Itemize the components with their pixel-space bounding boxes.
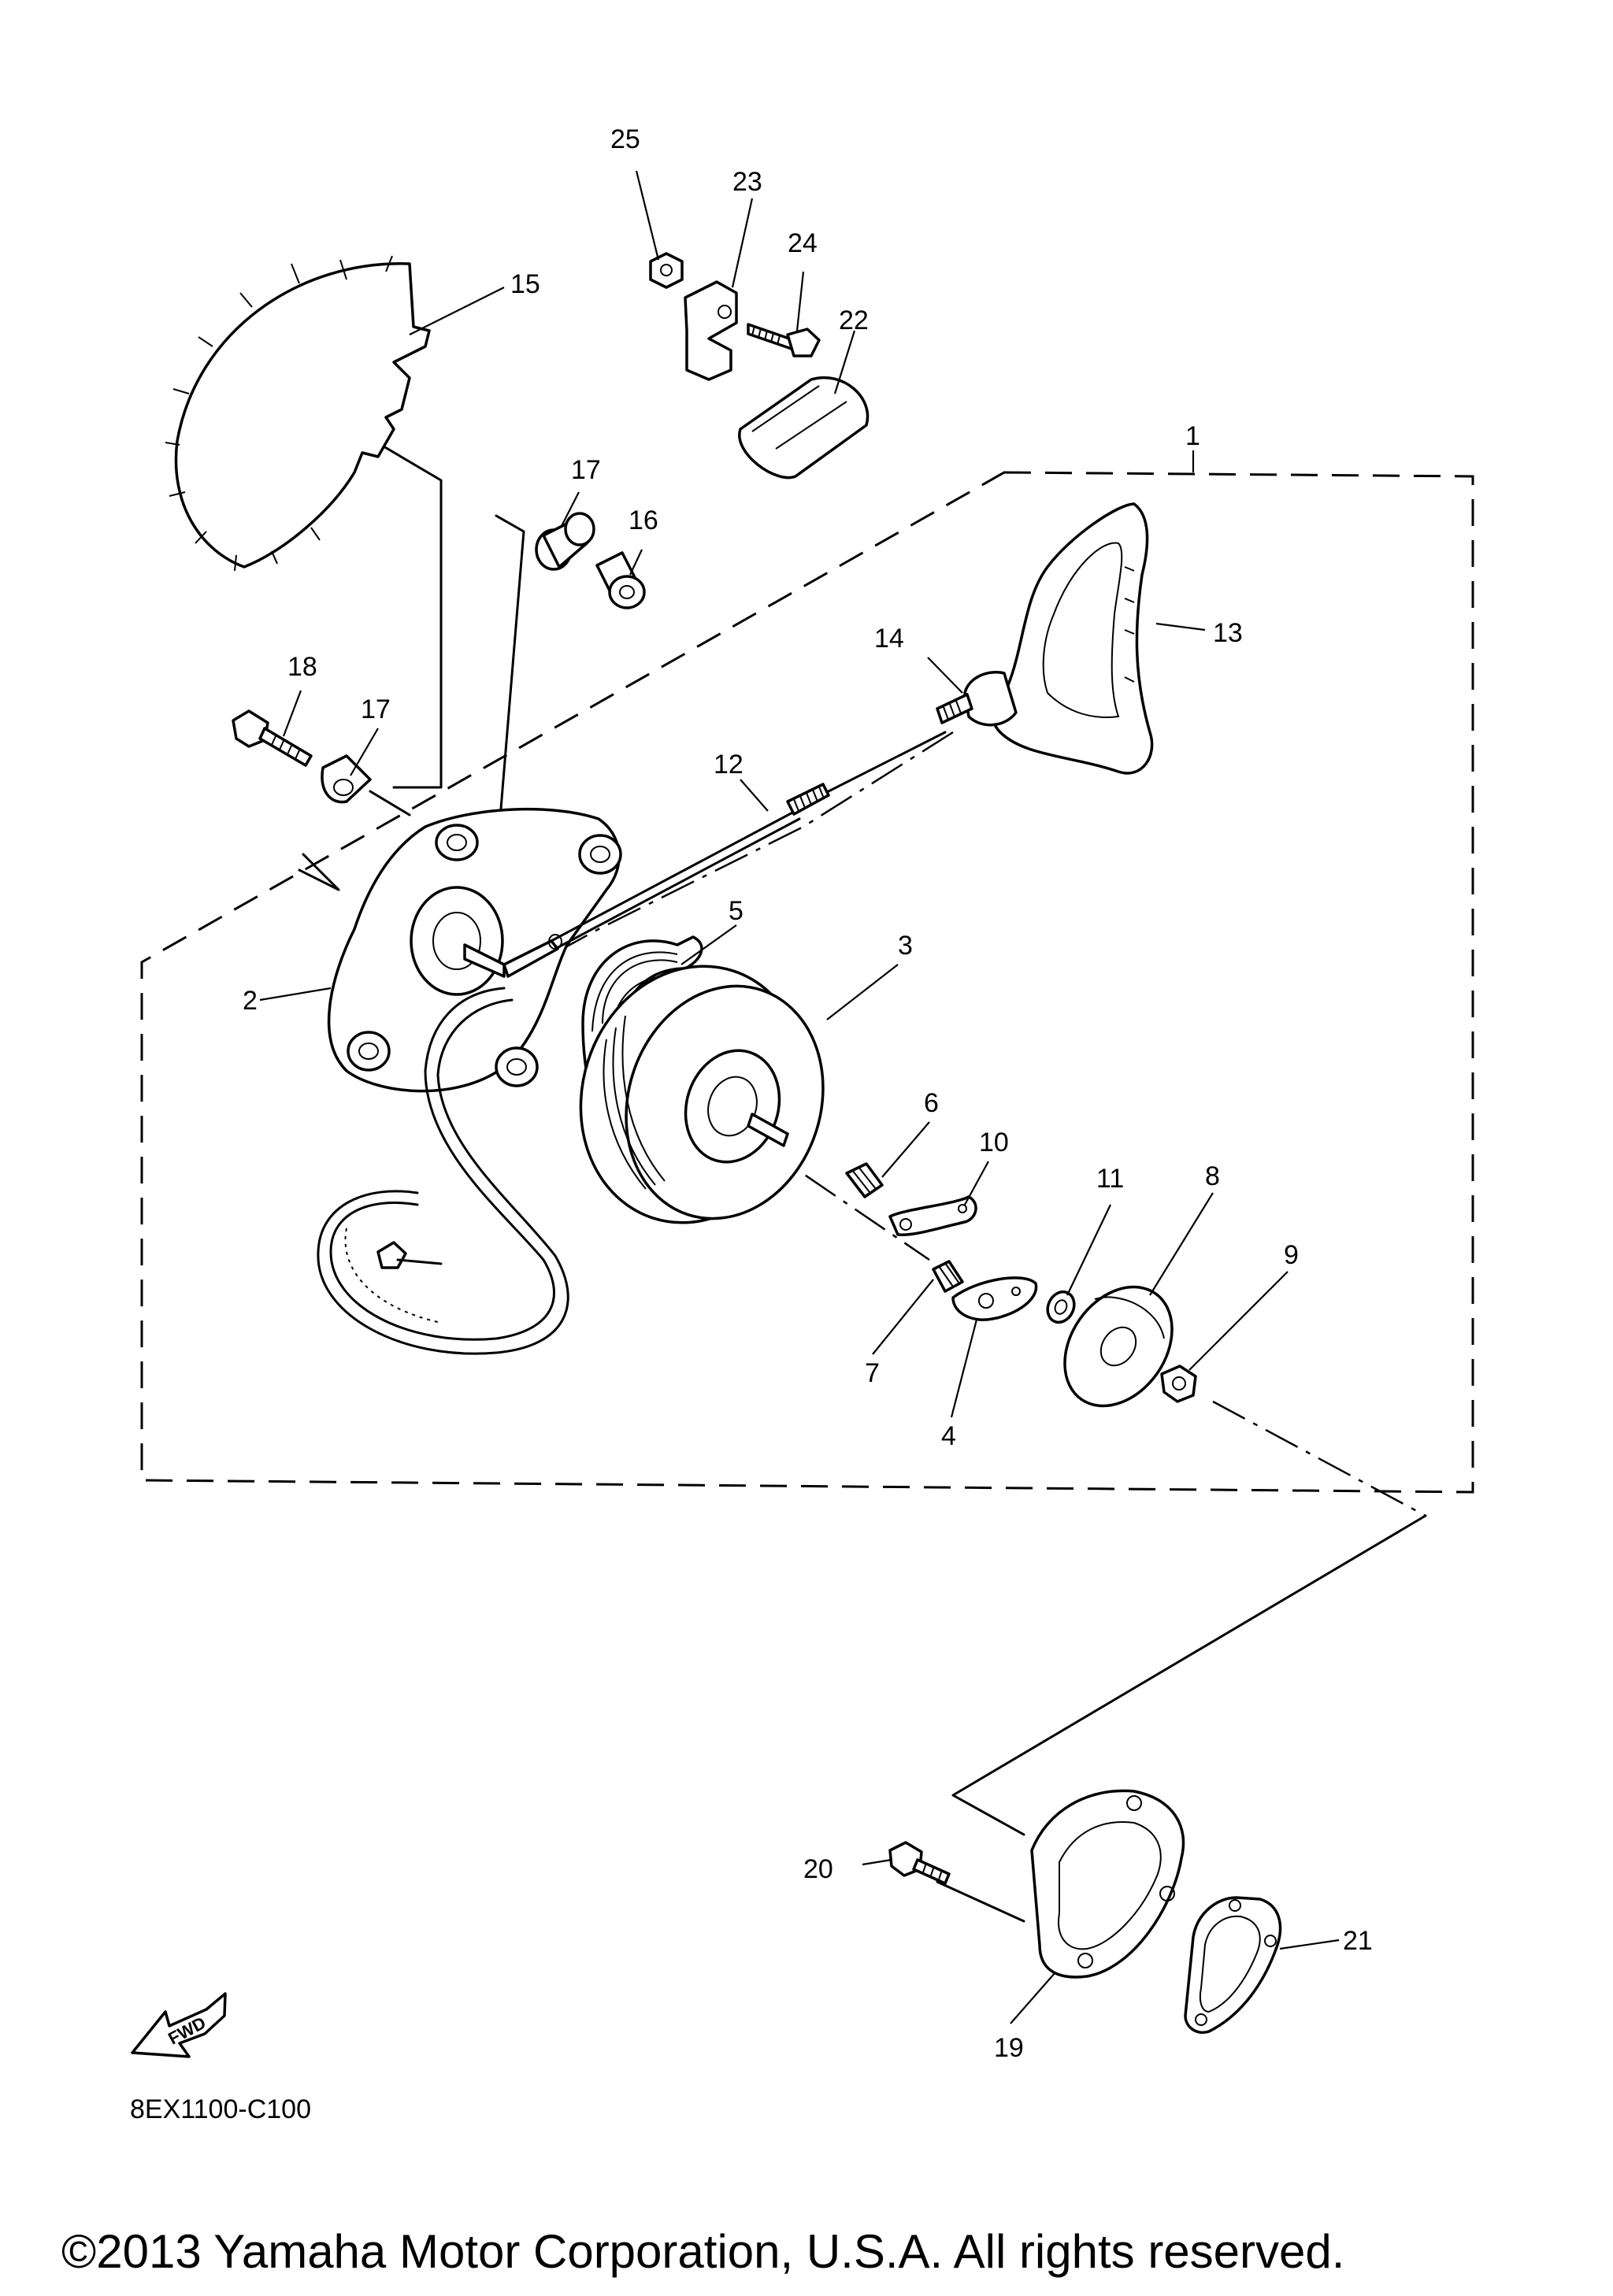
bolt-part [747, 323, 821, 357]
connector-line-lever [298, 853, 340, 891]
case-part [327, 807, 622, 1093]
washer-part [1046, 1290, 1076, 1324]
clip-part [738, 376, 870, 480]
fwd-arrow-icon: FWD [131, 1992, 227, 2058]
ratchet-spring-part [932, 1260, 964, 1293]
collar-part-upper [535, 512, 595, 571]
connector-line-collar [369, 790, 411, 817]
nut-part [649, 252, 684, 289]
callout-11: 11 [1096, 1164, 1124, 1194]
connector-line-screw [936, 1880, 1025, 1923]
gasket-part [1184, 1896, 1282, 2034]
assembly-boundary [140, 471, 1474, 1494]
ratchet-part [888, 1195, 977, 1237]
connector-line-bolt [1212, 1400, 1426, 1517]
callout-22: 22 [839, 306, 869, 335]
bolt-part-18 [232, 709, 313, 767]
friction-plate-part [951, 1276, 1038, 1321]
connector-line-rope [511, 731, 954, 978]
bracket-part [684, 280, 738, 381]
callout-17-upper: 17 [571, 455, 601, 485]
cable-loop [317, 987, 569, 1355]
callout-20: 20 [803, 1854, 833, 1884]
callout-24: 24 [788, 228, 818, 258]
callout-23: 23 [732, 167, 762, 197]
callout-21: 21 [1343, 1926, 1373, 1956]
connector-line-bushing [495, 514, 525, 868]
cover-plate-part [1063, 1285, 1174, 1408]
small-spring-part [845, 1162, 884, 1198]
callout-17-lower: 17 [361, 694, 391, 724]
callout-19: 19 [994, 2033, 1024, 2063]
diagram-code: 8EX1100-C100 [130, 2094, 311, 2124]
leader-lines [259, 170, 1340, 2024]
handle-part [991, 502, 1154, 775]
decal-part [165, 255, 431, 572]
callout-4: 4 [941, 1421, 956, 1451]
collar-part-lower [321, 754, 372, 804]
callout-15: 15 [510, 269, 540, 299]
starter-cover-part [1030, 1789, 1185, 1979]
copyright-notice: ©2013 Yamaha Motor Corporation, U.S.A. A… [61, 2225, 1344, 2278]
callout-25: 25 [610, 124, 640, 154]
callout-12: 12 [714, 750, 743, 780]
callout-16: 16 [629, 505, 658, 535]
joint-part [936, 671, 1018, 727]
nut-part-9 [1160, 1365, 1197, 1403]
callout-18: 18 [287, 652, 317, 682]
connector-line-cover [951, 1514, 1427, 1836]
callout-8: 8 [1205, 1161, 1220, 1191]
callout-1: 1 [1185, 421, 1200, 451]
callout-9: 9 [1284, 1240, 1299, 1270]
screw-part [888, 1841, 951, 1885]
callout-13: 13 [1213, 618, 1243, 648]
pulley-part [579, 965, 825, 1224]
callout-3: 3 [898, 931, 913, 961]
rope-part [550, 731, 947, 950]
callout-6: 6 [924, 1088, 939, 1118]
callout-14: 14 [874, 624, 904, 654]
callout-10: 10 [979, 1128, 1009, 1157]
callout-2: 2 [243, 986, 258, 1016]
callout-5: 5 [729, 896, 743, 926]
callout-7: 7 [865, 1358, 880, 1388]
bushing-part [595, 551, 646, 609]
